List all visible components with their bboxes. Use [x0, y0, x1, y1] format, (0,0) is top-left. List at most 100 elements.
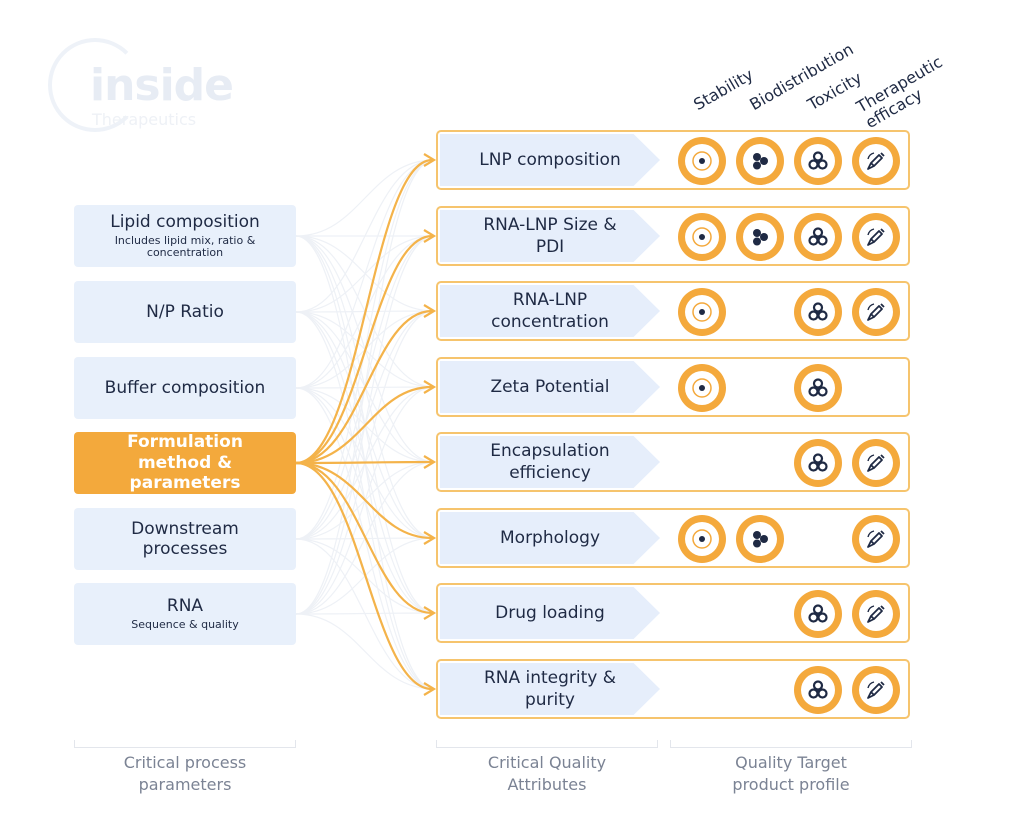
axis-label-text: Critical process parameters	[123, 753, 247, 794]
icon-inner	[859, 522, 893, 556]
icon-inner	[859, 220, 893, 254]
logo-ring	[48, 38, 142, 132]
icon-inner	[685, 371, 719, 405]
syringe-icon	[852, 515, 900, 563]
target-icon	[678, 288, 726, 336]
attribute-tag	[440, 285, 660, 337]
icon-inner	[801, 446, 835, 480]
icon-inner	[801, 673, 835, 707]
attribute-label: Morphology	[500, 527, 600, 548]
icon-inner	[743, 144, 777, 178]
attribute-label: Encapsulation efficiency	[490, 440, 610, 483]
faint-connector	[295, 159, 435, 237]
syringe-icon	[852, 213, 900, 261]
axis-label-target-profile: Quality Target product profile	[670, 752, 912, 795]
parameter-label: Buffer composition	[104, 377, 266, 398]
quality-attribute-row: LNP composition	[436, 130, 910, 190]
attribute-label: LNP composition	[479, 149, 621, 170]
attribute-label-wrap: Zeta Potential	[438, 359, 662, 415]
parameter-downstream-processes: Downstream processes	[74, 508, 296, 570]
attribute-tag	[440, 134, 660, 186]
attribute-label-wrap: Morphology	[438, 510, 662, 566]
syringe-icon	[852, 590, 900, 638]
icon-inner	[685, 220, 719, 254]
quality-attribute-row: Drug loading	[436, 583, 910, 643]
icon-inner	[801, 597, 835, 631]
icon-inner	[859, 144, 893, 178]
biohazard-icon	[794, 666, 842, 714]
attribute-label: RNA-LNP concentration	[491, 289, 609, 332]
attribute-label-wrap: Drug loading	[438, 585, 662, 641]
target-icon	[678, 515, 726, 563]
watermark-logo: inside Therapeutics	[48, 38, 248, 133]
icon-inner	[801, 371, 835, 405]
parameter-label: RNA	[166, 596, 204, 617]
attribute-label-wrap: RNA-LNP Size & PDI	[438, 208, 662, 264]
faint-connector	[295, 159, 435, 389]
arrowhead	[423, 229, 437, 243]
particles-icon	[736, 515, 784, 563]
attribute-label: Zeta Potential	[490, 376, 610, 397]
parameter-np-ratio: N/P Ratio	[74, 281, 296, 343]
attribute-tag	[440, 512, 660, 564]
quality-attribute-row: RNA integrity & purity	[436, 659, 910, 719]
axis-label-text: Critical Quality Attributes	[487, 753, 607, 794]
syringe-icon	[852, 288, 900, 336]
icon-inner	[801, 144, 835, 178]
arrowhead	[423, 153, 437, 167]
highlight-connector	[295, 461, 433, 615]
axis-label-text: Quality Target product profile	[732, 753, 850, 794]
icon-inner	[685, 295, 719, 329]
arrowhead	[423, 682, 437, 696]
parameter-label: Formulation method & parameters	[127, 432, 243, 494]
parameter-buffer-composition: Buffer composition	[74, 357, 296, 419]
parameter-rna: RNA Sequence & quality	[74, 583, 296, 645]
axis-label-process-parameters: Critical process parameters	[74, 752, 296, 795]
attribute-tag	[440, 361, 660, 413]
arrowhead	[423, 455, 437, 469]
quality-attribute-row: Encapsulation efficiency	[436, 432, 910, 492]
icon-inner	[859, 295, 893, 329]
attribute-label: Drug loading	[495, 602, 605, 623]
highlight-connector	[295, 234, 433, 465]
icon-inner	[801, 220, 835, 254]
biohazard-icon	[794, 137, 842, 185]
target-icon	[678, 364, 726, 412]
axis-bracket-right	[670, 740, 912, 748]
quality-attribute-row: Zeta Potential	[436, 357, 910, 417]
attribute-label-wrap: LNP composition	[438, 132, 662, 188]
syringe-icon	[852, 666, 900, 714]
highlight-connector	[295, 385, 433, 465]
attribute-tag	[440, 587, 660, 639]
particles-icon	[736, 213, 784, 261]
icon-inner	[685, 522, 719, 556]
faint-connector	[295, 612, 435, 615]
arrowhead	[423, 304, 437, 318]
parameter-label: N/P Ratio	[146, 301, 224, 322]
biohazard-icon	[794, 364, 842, 412]
parameter-sublabel: Includes lipid mix, ratio & concentratio…	[114, 233, 256, 260]
icon-inner	[859, 673, 893, 707]
attribute-label-wrap: RNA-LNP concentration	[438, 283, 662, 339]
axis-bracket-middle	[436, 740, 658, 748]
target-icon	[678, 137, 726, 185]
faint-connector	[295, 159, 435, 313]
faint-connector	[295, 613, 435, 690]
highlight-connector	[295, 158, 433, 465]
attribute-label: RNA-LNP Size & PDI	[483, 214, 617, 257]
highlight-connector	[295, 461, 433, 540]
parameter-label: Lipid composition	[110, 212, 260, 233]
attribute-tag	[440, 210, 660, 262]
attribute-label-wrap: Encapsulation efficiency	[438, 434, 662, 490]
icon-inner	[685, 144, 719, 178]
arrowhead	[423, 606, 437, 620]
parameter-lipid-composition: Lipid composition Includes lipid mix, ra…	[74, 205, 296, 267]
particles-icon	[736, 137, 784, 185]
arrowhead	[423, 380, 437, 394]
biohazard-icon	[794, 590, 842, 638]
icon-inner	[859, 446, 893, 480]
arrowhead	[423, 531, 437, 545]
syringe-icon	[852, 439, 900, 487]
highlight-connector	[295, 461, 433, 691]
